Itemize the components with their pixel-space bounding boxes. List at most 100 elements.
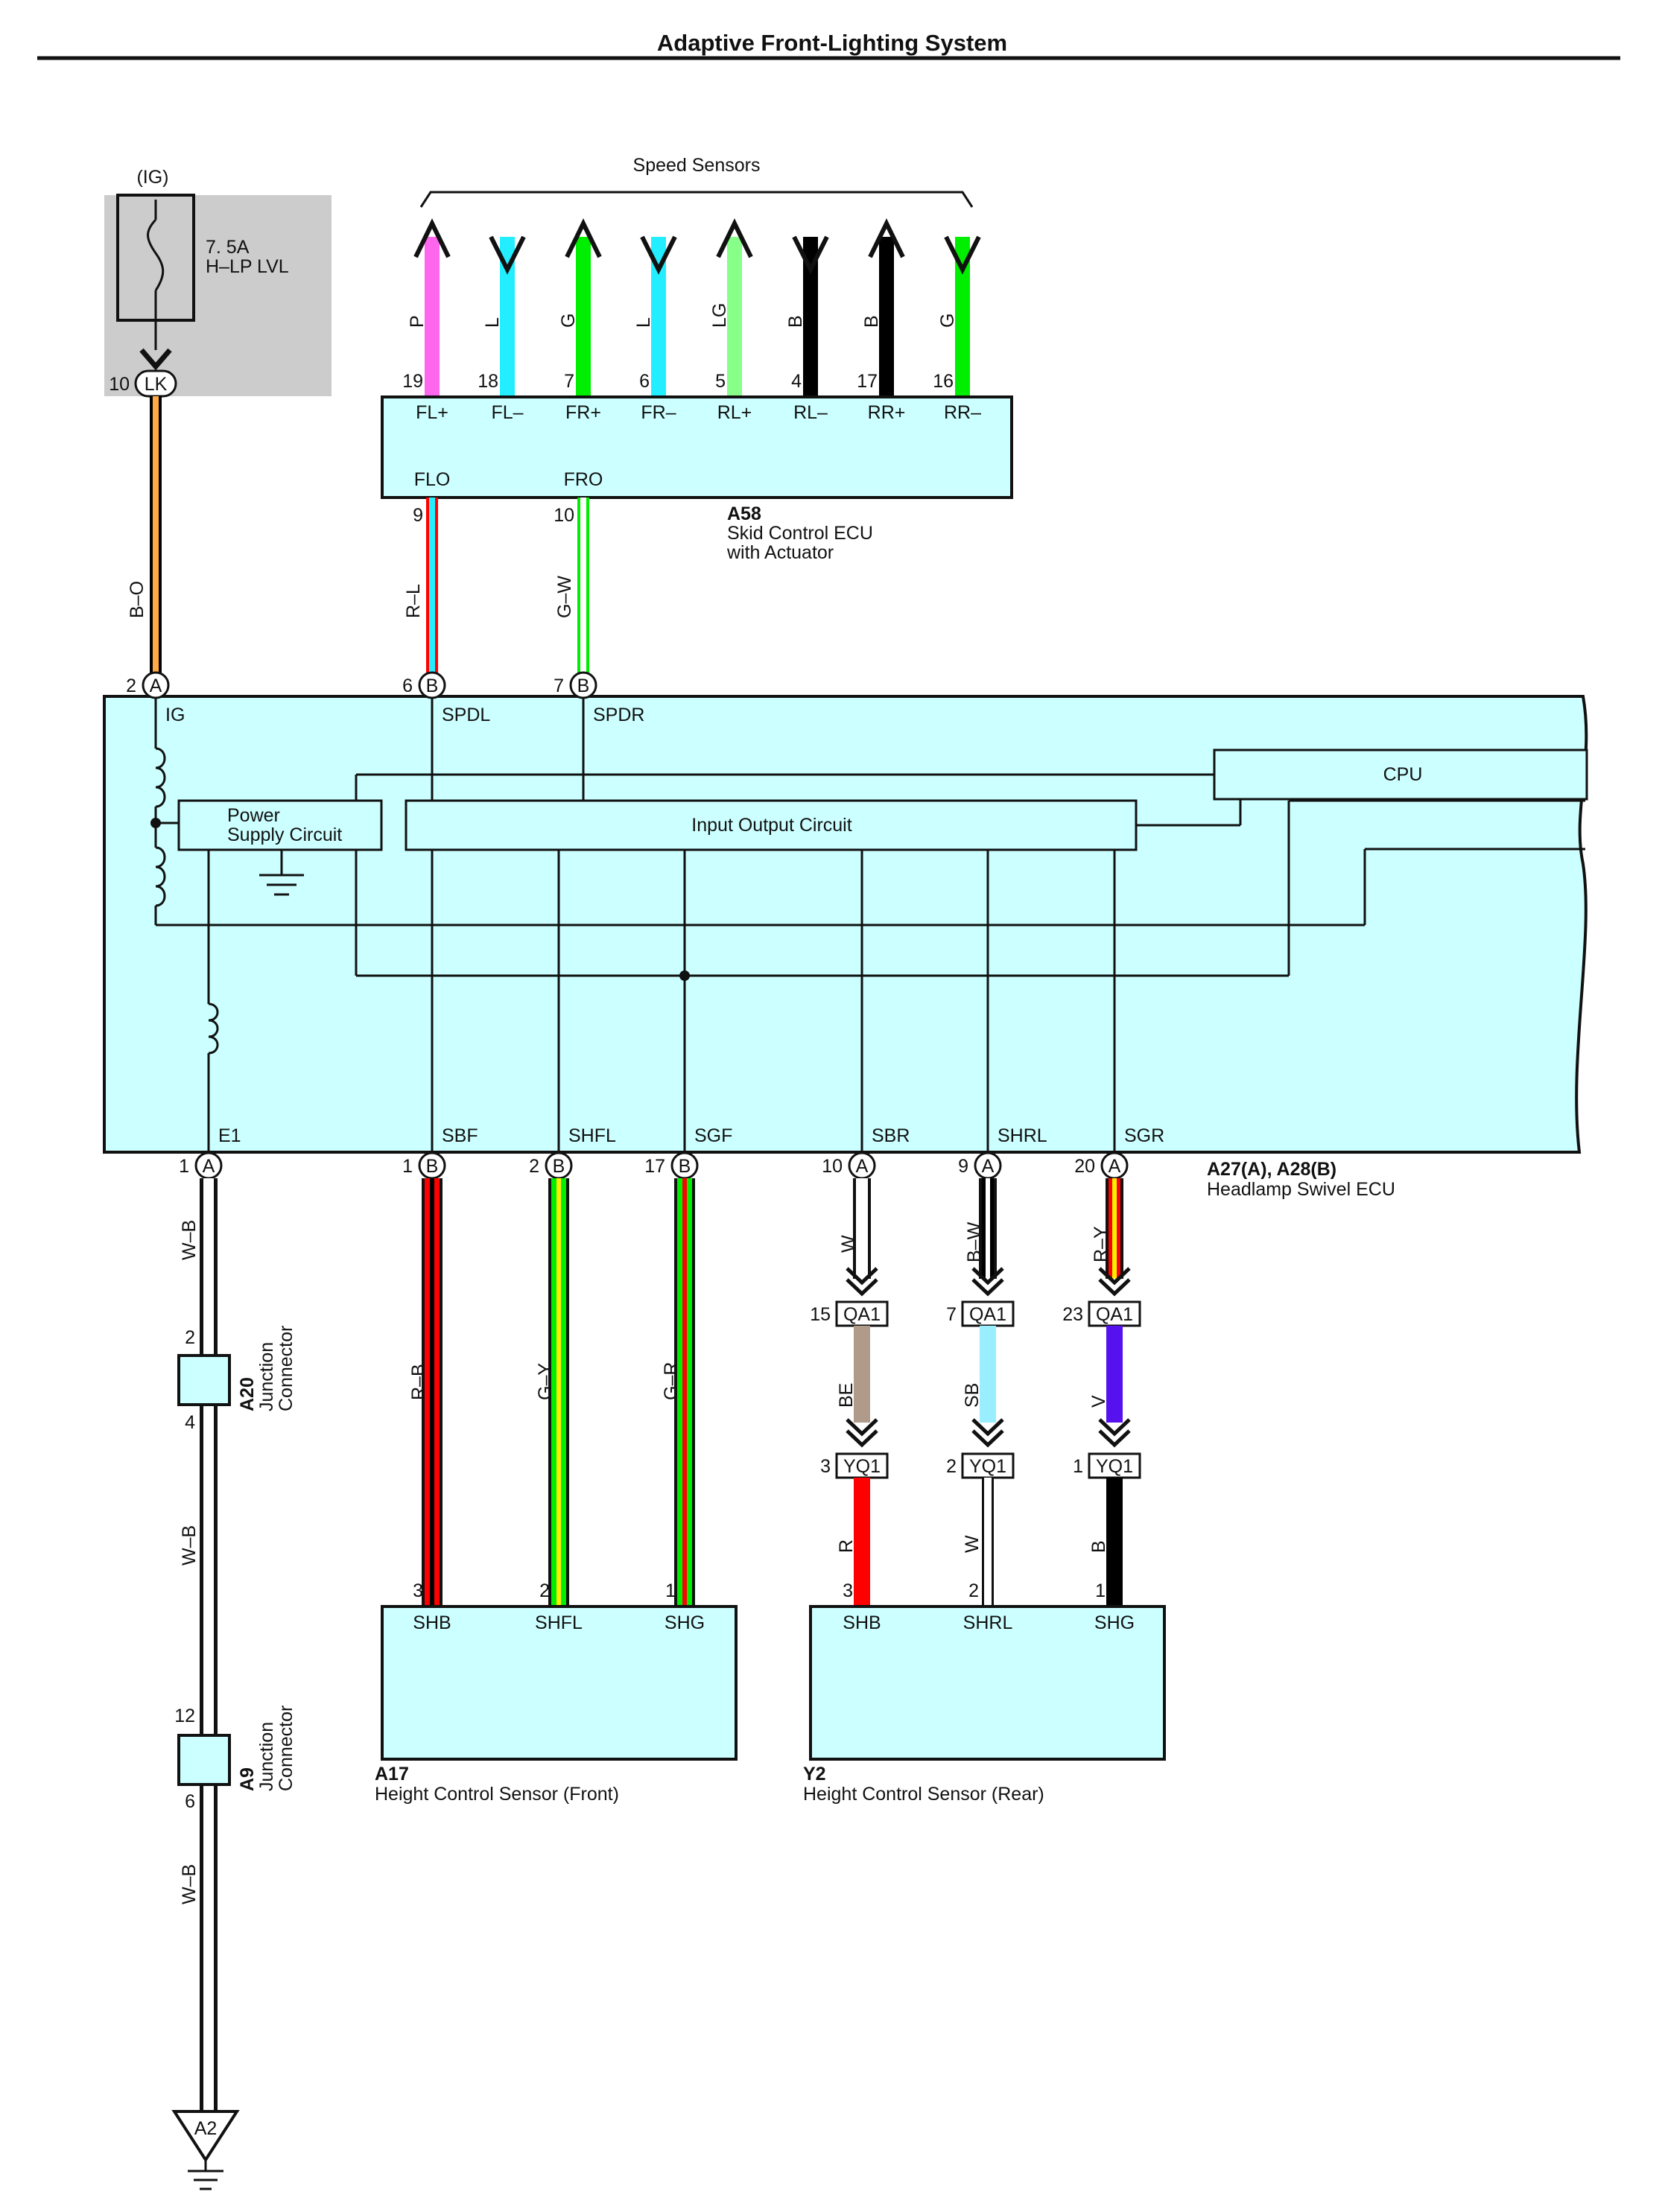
fuse-rating: 7. 5A: [206, 237, 250, 258]
power-supply-label-1: Power: [227, 805, 280, 826]
junction-a9-box: [177, 1734, 231, 1786]
connector-yq1-label: YQ1: [1096, 1456, 1133, 1477]
junction-a20-pin-top: 2: [185, 1327, 195, 1348]
skid-terminal-name: RL+: [717, 402, 752, 423]
ecu-bottom-terminal: SBR: [872, 1125, 910, 1146]
connector-qa1-pin: 15: [810, 1304, 831, 1325]
ecu-bottom-pin-connector: B: [553, 1156, 565, 1177]
ecu-bottom-pin-number: 17: [644, 1156, 665, 1177]
speed-wire-4: [651, 237, 666, 397]
front-sensor-term-1: SHB: [413, 1612, 451, 1633]
speed-sensors-label: Speed Sensors: [633, 155, 761, 176]
front-sensor-code: A17: [375, 1764, 409, 1784]
connector-qa1-pin: 7: [946, 1304, 957, 1325]
rear-sensor-pin: 2: [968, 1580, 979, 1601]
ecu-pin-ig-number: 2: [126, 676, 136, 696]
front-sensor-term-2: SHFL: [535, 1612, 583, 1633]
wire-b-o-stripe: [153, 396, 159, 678]
skid-out-flo: FLO: [414, 469, 451, 490]
skid-terminal-pin: 4: [791, 371, 802, 392]
rear-bottom-wire-label: B: [1088, 1540, 1109, 1553]
connector-yq1-pin: 3: [820, 1456, 831, 1477]
ecu-bottom-pin-connector: B: [426, 1156, 439, 1177]
wire-label-b-o: B–O: [127, 581, 148, 618]
junction-a20-pin-bottom: 4: [185, 1412, 195, 1433]
connector-qa1: [835, 1300, 889, 1327]
skid-terminal-pin: 17: [857, 371, 878, 392]
wire-label-b-w: B–W: [964, 1221, 985, 1262]
ecu-bottom-terminal: E1: [218, 1125, 241, 1146]
ecu-pin-ig: A 2: [126, 671, 170, 699]
fuse-power-label: (IG): [136, 167, 168, 188]
speed-wire-6: [803, 237, 818, 397]
ecu-bottom-terminal: SBF: [442, 1125, 478, 1146]
fuse-pin: 10: [109, 374, 130, 395]
wire-label-g-r: G–R: [661, 1362, 682, 1400]
wire-label-r-y: R–Y: [1091, 1226, 1111, 1262]
speed-wire-label: B: [785, 315, 806, 328]
ecu-bottom-pin-connector: A: [1109, 1156, 1121, 1177]
skid-terminal-pin: 16: [933, 371, 954, 392]
skid-ecu-box: [381, 395, 1013, 499]
ecu-bottom-pin-connector: A: [982, 1156, 995, 1177]
rear-sensor-pin: 3: [843, 1580, 853, 1601]
io-circuit-block: [405, 799, 1138, 851]
fuse-connector-label: LK: [145, 374, 168, 395]
rear-top-wire-stripe: [986, 1178, 990, 1279]
rear-top-wire-stripe: [1112, 1178, 1117, 1279]
skid-terminal-name: FL–: [491, 402, 523, 423]
speed-wire-label: LG: [709, 303, 730, 328]
ecu-pin-spdr-number: 7: [554, 676, 564, 696]
arrow-down-icon: [944, 235, 981, 275]
connector-qa1-pin: 23: [1062, 1304, 1083, 1325]
rear-sensor-term-1: SHB: [843, 1612, 881, 1633]
arrow-up-icon: [413, 218, 451, 258]
rear-sensor-name: Height Control Sensor (Rear): [803, 1784, 1044, 1805]
connector-yq1-pin: 2: [946, 1456, 957, 1477]
wire-label-w: W: [838, 1235, 859, 1253]
fuse-box-shade: [104, 195, 332, 396]
connector-chevron-icon: [846, 1267, 878, 1297]
fuse-arrow-icon: [139, 348, 172, 371]
speed-wire-label: P: [407, 315, 428, 328]
ground-wire-label-3: W–B: [179, 1864, 200, 1904]
coil-2-icon: [155, 846, 166, 907]
junction-a20-line2: Connector: [276, 1326, 296, 1411]
ecu-bottom-terminal: SHRL: [998, 1125, 1047, 1146]
wire-g-w-stripe: [580, 498, 586, 678]
rear-mid-wire-1: [854, 1326, 870, 1423]
rear-bottom-wire-3: [1106, 1478, 1123, 1606]
ecu-bottom-pin-number: 10: [822, 1156, 843, 1177]
rear-bottom-wire-label: R: [836, 1539, 857, 1553]
skid-terminal-pin: 5: [715, 371, 726, 392]
front-sensor-name: Height Control Sensor (Front): [375, 1784, 619, 1805]
skid-terminal-name: FR–: [641, 402, 676, 423]
ecu-bottom-pin-number: 2: [529, 1156, 539, 1177]
arrow-up-icon: [565, 218, 602, 258]
speed-sensors-bracket: [419, 191, 974, 208]
junction-a9-pin-top: 12: [174, 1706, 195, 1726]
front-wire-stripe: [430, 1178, 434, 1606]
skid-terminal-name: FR+: [565, 402, 601, 423]
coil-3-icon: [208, 1002, 219, 1055]
front-sensor-pin-1: 3: [413, 1580, 423, 1601]
arrow-up-icon: [716, 218, 753, 258]
speed-wire-7: [879, 237, 894, 397]
skid-ecu-name-1: Skid Control ECU: [727, 523, 873, 544]
arrow-down-icon: [640, 235, 677, 275]
junction-a9-line1: Junction: [256, 1722, 277, 1791]
speed-wire-label: L: [633, 317, 654, 328]
skid-terminal-name: FL+: [416, 402, 448, 423]
ecu-bottom-terminal: SGF: [694, 1125, 732, 1146]
ecu-bottom-pin-connector: B: [679, 1156, 691, 1177]
skid-ecu-code: A58: [727, 503, 761, 524]
junction-a9-code: A9: [237, 1767, 258, 1791]
speed-wire-1: [425, 237, 440, 397]
swivel-ecu-name: Headlamp Swivel ECU: [1207, 1179, 1395, 1200]
ecu-internal-wiring: [154, 698, 1585, 1152]
ecu-pin-spdr-connector: B: [577, 676, 590, 696]
skid-terminal-pin: 18: [478, 371, 498, 392]
connector-yq1-pin: 1: [1073, 1456, 1083, 1477]
connector-chevron-icon: [846, 1418, 878, 1448]
